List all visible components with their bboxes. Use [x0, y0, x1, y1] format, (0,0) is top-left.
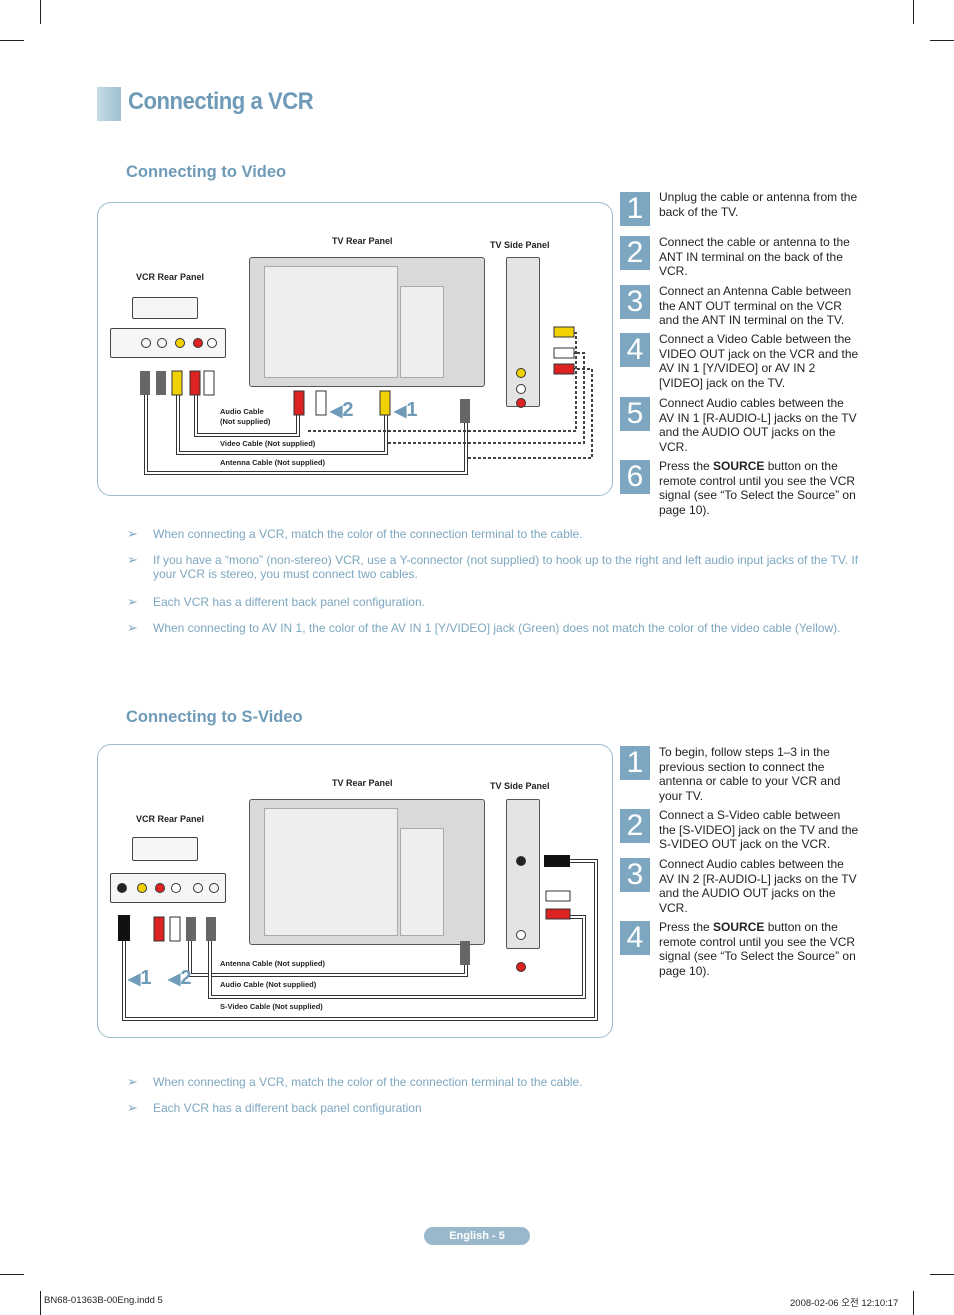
note-item: ➢When connecting a VCR, match the color … — [127, 1074, 583, 1090]
step-number-3: 3 — [620, 858, 650, 892]
svideo-cables-illustration — [118, 855, 598, 1021]
note-item: ➢Each VCR has a different back panel con… — [127, 594, 425, 610]
step-2-indicator: ◀2 — [168, 967, 192, 989]
step-number-2: 2 — [620, 236, 650, 270]
vcr-front-illustration — [132, 837, 198, 861]
svideo-cable-label: S-Video Cable (Not supplied) — [220, 1002, 323, 1011]
indicator-arrow-icon: ◀ — [128, 971, 141, 988]
step-2-indicator: ◀2 — [330, 399, 354, 421]
note-item: ➢When connecting to AV IN 1, the color o… — [127, 620, 841, 636]
note-item: ➢If you have a “mono” (non-stereo) VCR, … — [127, 552, 859, 582]
step-number-3: 3 — [620, 285, 650, 319]
page-title: Connecting a VCR — [128, 88, 314, 115]
indicator-arrow-icon: ◀ — [330, 403, 343, 420]
step-number-6: 6 — [620, 460, 650, 494]
step-number-1: 1 — [620, 746, 650, 780]
step-text-4: Connect a Video Cable between the VIDEO … — [659, 332, 859, 390]
vcr-rear-illustration — [110, 328, 226, 358]
step-number-4: 4 — [620, 333, 650, 367]
svideo-diagram: TV Rear Panel TV Side Panel VCR Rear Pan… — [97, 744, 613, 1038]
tv-side-panel-illustration — [506, 257, 540, 408]
antenna-cable-label: Antenna Cable (Not supplied) — [220, 959, 325, 968]
video-cables-illustration — [140, 326, 593, 475]
step-number-5: 5 — [620, 397, 650, 431]
tv-side-panel-illustration — [506, 799, 540, 972]
vcr-rear-illustration — [110, 873, 226, 903]
note-arrow-icon: ➢ — [127, 1100, 138, 1115]
video-cable-label: Video Cable (Not supplied) — [220, 439, 316, 448]
crop-mark — [0, 40, 24, 41]
step-text-2: Connect a S-Video cable between the [S-V… — [659, 808, 859, 851]
tv-rear-panel-label: TV Rear Panel — [332, 236, 393, 246]
tv-rear-panel-illustration — [249, 799, 485, 945]
step-text-1: Unplug the cable or antenna from the bac… — [659, 190, 858, 219]
step-number-4: 4 — [620, 921, 650, 955]
tv-rear-panel-label: TV Rear Panel — [332, 778, 393, 788]
note-item: ➢When connecting a VCR, match the color … — [127, 526, 583, 542]
step-text-3: Connect an Antenna Cable between the ANT… — [659, 284, 852, 327]
audio-cable-label: Audio Cable (Not supplied) — [220, 407, 271, 426]
tv-side-panel-label: TV Side Panel — [490, 240, 550, 250]
video-diagram: TV Rear Panel TV Side Panel VCR Rear Pan… — [97, 202, 613, 496]
vcr-rear-panel-label: VCR Rear Panel — [136, 814, 205, 824]
step-text-3: Connect Audio cables between the AV IN 2… — [659, 857, 857, 915]
title-accent-bar — [97, 87, 121, 121]
step-1-indicator: ◀1 — [394, 399, 418, 421]
crop-mark — [0, 1274, 24, 1275]
crop-mark — [913, 1291, 914, 1315]
note-arrow-icon: ➢ — [127, 1074, 138, 1089]
crop-mark — [40, 0, 41, 24]
step-text-2: Connect the cable or antenna to the ANT … — [659, 235, 850, 278]
note-arrow-icon: ➢ — [127, 526, 138, 541]
tv-rear-panel-illustration — [249, 257, 485, 387]
step-text-5: Connect Audio cables between the AV IN 1… — [659, 396, 857, 454]
vcr-rear-panel-label: VCR Rear Panel — [136, 272, 205, 282]
step-text-1: To begin, follow steps 1–3 in the previo… — [659, 745, 841, 803]
note-arrow-icon: ➢ — [127, 552, 138, 567]
section-heading-svideo: Connecting to S-Video — [126, 708, 303, 726]
step-text-4: Press the SOURCE button on the remote co… — [659, 920, 856, 978]
print-slug-right: 2008-02-06 오전 12:10:17 — [790, 1298, 899, 1309]
tv-side-panel-label: TV Side Panel — [490, 781, 550, 791]
crop-mark — [930, 40, 954, 41]
section-heading-video: Connecting to Video — [126, 163, 287, 181]
print-slug-left: BN68-01363B-00Eng.indd 5 — [44, 1295, 163, 1306]
note-item: ➢Each VCR has a different back panel con… — [127, 1100, 422, 1116]
indicator-arrow-icon: ◀ — [394, 403, 407, 420]
step-number-1: 1 — [620, 192, 650, 226]
antenna-cable-label: Antenna Cable (Not supplied) — [220, 458, 325, 467]
crop-mark — [930, 1274, 954, 1275]
crop-mark — [913, 0, 914, 24]
vcr-front-illustration — [132, 297, 198, 319]
crop-mark — [40, 1291, 41, 1315]
step-number-2: 2 — [620, 809, 650, 843]
note-arrow-icon: ➢ — [127, 594, 138, 609]
note-arrow-icon: ➢ — [127, 620, 138, 635]
step-text-6: Press the SOURCE button on the remote co… — [659, 459, 856, 517]
indicator-arrow-icon: ◀ — [168, 971, 181, 988]
audio-cable-label: Audio Cable (Not supplied) — [220, 980, 317, 989]
step-1-indicator: ◀1 — [128, 967, 152, 989]
page-number-badge: English - 5 — [424, 1227, 530, 1245]
